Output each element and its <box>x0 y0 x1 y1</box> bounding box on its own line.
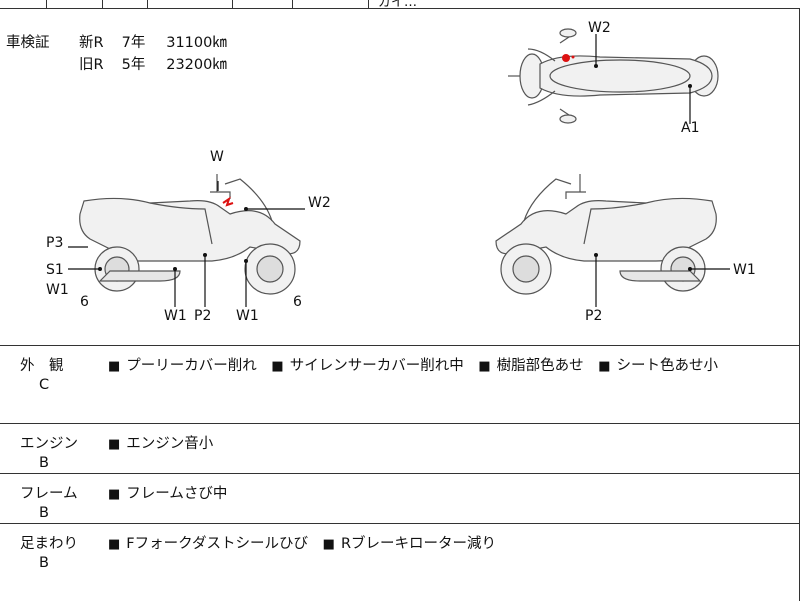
inspection-tag: 旧R <box>79 57 104 73</box>
section-suspension: 足まわり B ■Fフォークダストシールひび ■Rブレーキローター減り <box>0 523 800 601</box>
section-grade: C <box>39 377 50 393</box>
leader-dot <box>594 64 598 68</box>
leader-dot <box>244 259 248 263</box>
callout-left-w: W <box>210 149 224 165</box>
condition-item: ■プーリーカバー削れ <box>108 358 257 374</box>
inspection-km: 23200㎞ <box>166 57 227 73</box>
leader-dot <box>688 84 692 88</box>
damage-mark-red <box>222 196 234 207</box>
previous-row-strip: ガイ… <box>0 0 800 10</box>
strip-divider <box>102 0 103 8</box>
section-items: ■フレームさび中 <box>108 482 237 503</box>
bullet-icon: ■ <box>108 537 121 552</box>
section-name: 外 観 <box>20 358 64 374</box>
condition-item: ■エンジン音小 <box>108 436 214 452</box>
callout-left-w1-side: W1 <box>46 282 69 298</box>
section-frame: フレーム B ■フレームさび中 <box>0 473 800 524</box>
section-items: ■エンジン音小 <box>108 432 223 453</box>
callout-left-w2: W2 <box>308 195 331 211</box>
inspection-label: 車検証 <box>6 35 50 51</box>
condition-item: ■シート色あせ小 <box>598 358 719 374</box>
inspection-years: 7年 <box>121 35 146 51</box>
condition-item: ■Fフォークダストシールひび <box>108 536 309 552</box>
bullet-icon: ■ <box>322 537 335 552</box>
scooter-diagrams: W2 A1 W W2 P3 S1 <box>46 20 756 324</box>
damage-mark-red <box>562 54 575 62</box>
strip-divider <box>46 0 47 8</box>
leader-dot <box>594 253 598 257</box>
condition-item: ■Rブレーキローター減り <box>322 536 497 552</box>
section-grade: B <box>39 555 49 571</box>
bullet-icon: ■ <box>598 359 611 374</box>
inspection-km: 31100㎞ <box>166 35 227 51</box>
leader-dot <box>688 267 692 271</box>
inspection-row-old: 旧R 5年 23200㎞ <box>79 55 227 76</box>
leader-dot <box>98 267 102 271</box>
condition-item: ■サイレンサーカバー削れ中 <box>271 358 464 374</box>
bullet-icon: ■ <box>108 359 121 374</box>
callout-left-w1b: W1 <box>236 308 259 324</box>
callout-top-a1: A1 <box>681 120 699 136</box>
callout-right-w1: W1 <box>733 262 756 278</box>
callout-top-w2: W2 <box>588 20 611 36</box>
condition-item: ■フレームさび中 <box>108 486 228 502</box>
strip-divider <box>292 0 293 8</box>
section-exterior: 外 観 C ■プーリーカバー削れ ■サイレンサーカバー削れ中 ■樹脂部色あせ ■… <box>0 345 800 424</box>
section-name: フレーム <box>20 486 78 502</box>
scooter-left-view <box>79 174 301 295</box>
strip-text-fragment: ガイ… <box>378 0 418 10</box>
section-grade: B <box>39 455 49 471</box>
section-name: 足まわり <box>20 536 78 552</box>
inspection-tag: 新R <box>79 35 104 51</box>
strip-divider <box>232 0 233 8</box>
section-items: ■Fフォークダストシールひび ■Rブレーキローター減り <box>108 532 506 553</box>
inspection-row-new: 新R 7年 31100㎞ <box>79 33 227 54</box>
condition-item: ■樹脂部色あせ <box>478 358 584 374</box>
bullet-icon: ■ <box>108 487 121 502</box>
scooter-right-view <box>495 174 717 295</box>
callout-left-6b: 6 <box>293 294 302 310</box>
strip-divider <box>368 0 369 8</box>
section-items: ■プーリーカバー削れ ■サイレンサーカバー削れ中 ■樹脂部色あせ ■シート色あせ… <box>108 354 728 375</box>
damage-diagram-panel: 車検証 新R 7年 31100㎞ 旧R 5年 23200㎞ <box>0 9 800 345</box>
section-grade: B <box>39 505 49 521</box>
section-name: エンジン <box>20 436 78 452</box>
leader-dot <box>173 267 177 271</box>
callout-left-w1a: W1 <box>164 308 187 324</box>
section-engine: エンジン B ■エンジン音小 <box>0 423 800 474</box>
callout-left-p3: P3 <box>46 235 63 251</box>
inspection-years: 5年 <box>121 57 146 73</box>
strip-divider <box>147 0 148 8</box>
callout-right-p2: P2 <box>585 308 602 324</box>
bullet-icon: ■ <box>271 359 284 374</box>
callout-left-s1: S1 <box>46 262 64 278</box>
leader-dot <box>203 253 207 257</box>
callout-left-p2: P2 <box>194 308 211 324</box>
bullet-icon: ■ <box>108 437 121 452</box>
callout-left-6a: 6 <box>80 294 89 310</box>
leader-dot <box>244 207 248 211</box>
bullet-icon: ■ <box>478 359 491 374</box>
scooter-top-view <box>508 28 719 124</box>
